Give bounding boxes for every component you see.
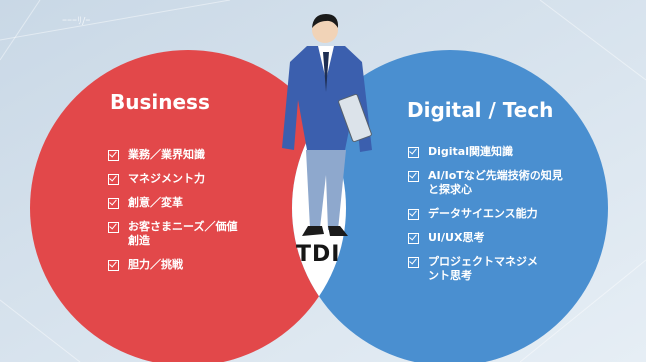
- list-item: プロジェクトマネジメント思考: [408, 255, 548, 283]
- list-item-label: プロジェクトマネジメント思考: [428, 255, 538, 282]
- business-list: 業務／業界知識 マネジメント力 創意／変革 お客さまニーズ／価値創造 胆力／挑戦: [108, 148, 266, 282]
- checkbox-icon: [408, 171, 419, 182]
- list-item-label: Digital関連知識: [428, 145, 513, 158]
- list-item-label: 胆力／挑戦: [128, 258, 183, 271]
- list-item: 業務／業界知識: [108, 148, 266, 162]
- list-item: お客さまニーズ／価値創造: [108, 220, 238, 248]
- list-item-label: マネジメント力: [128, 172, 205, 185]
- checkbox-icon: [408, 147, 419, 158]
- checkbox-icon: [408, 233, 419, 244]
- digital-title: Digital / Tech: [407, 98, 554, 122]
- checkbox-icon: [408, 257, 419, 268]
- list-item-label: AI/IoTなど先端技術の知見と探求心: [428, 169, 563, 196]
- list-item: 胆力／挑戦: [108, 258, 266, 272]
- center-label: TDI: [296, 242, 341, 267]
- list-item: UI/UX思考: [408, 231, 578, 245]
- list-item-label: お客さまニーズ／価値創造: [128, 220, 238, 247]
- list-item: マネジメント力: [108, 172, 266, 186]
- checkbox-icon: [108, 198, 119, 209]
- list-item-label: UI/UX思考: [428, 231, 485, 244]
- list-item-label: データサイエンス能力: [428, 207, 538, 220]
- checkbox-icon: [108, 222, 119, 233]
- checkbox-icon: [108, 260, 119, 271]
- list-item: AI/IoTなど先端技術の知見と探求心: [408, 169, 568, 197]
- business-title: Business: [110, 90, 210, 114]
- business-circle: [30, 50, 346, 362]
- businessman-figure: [282, 14, 372, 236]
- digital-list: Digital関連知識 AI/IoTなど先端技術の知見と探求心 データサイエンス…: [408, 145, 578, 293]
- checkbox-icon: [408, 209, 419, 220]
- list-item-label: 業務／業界知識: [128, 148, 205, 161]
- checkbox-icon: [108, 150, 119, 161]
- list-item: データサイエンス能力: [408, 207, 578, 221]
- list-item-label: 創意／変革: [128, 196, 183, 209]
- list-item: Digital関連知識: [408, 145, 578, 159]
- digital-circle: [292, 50, 608, 362]
- list-item: 創意／変革: [108, 196, 266, 210]
- checkbox-icon: [108, 174, 119, 185]
- header-text: ｰｰｰﾘ/ｰ: [62, 16, 91, 27]
